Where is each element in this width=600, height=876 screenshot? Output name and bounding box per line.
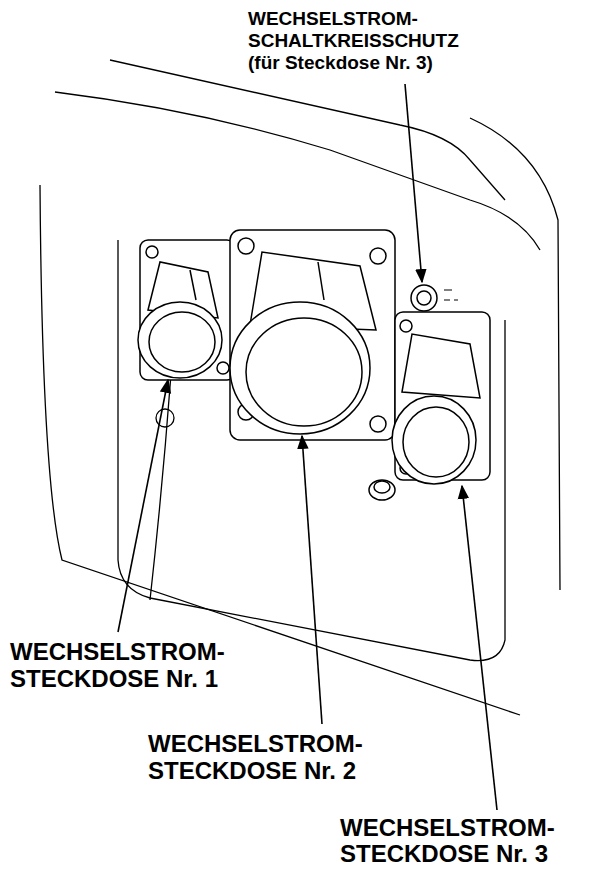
flange-hole xyxy=(400,320,412,332)
circuit-breaker xyxy=(411,285,437,311)
flange-hole xyxy=(370,416,386,432)
socket-cover xyxy=(149,312,215,372)
socket-label: WECHSELSTROM- STECKDOSE Nr. 3 xyxy=(340,815,558,867)
flange-hole xyxy=(217,362,229,374)
breaker-symbol xyxy=(444,290,458,300)
housing-outline xyxy=(110,60,505,200)
socket-cover xyxy=(392,396,476,484)
socket-flange xyxy=(230,230,395,440)
flange-hole xyxy=(146,246,158,258)
leader-line xyxy=(302,436,322,724)
panel-recess xyxy=(118,240,505,661)
leader-line xyxy=(405,84,422,282)
socket-hood xyxy=(190,270,196,300)
socket-label: WECHSELSTROM- STECKDOSE Nr. 2 xyxy=(148,730,366,784)
socket-cover xyxy=(138,302,222,378)
socket-hood xyxy=(318,262,324,300)
grommet xyxy=(374,481,390,493)
breaker-label: WECHSELSTROM- SCHALTKREISSCHUTZ (für Ste… xyxy=(248,8,462,74)
grommet xyxy=(369,480,395,500)
socket-cover xyxy=(230,302,370,434)
socket-cover xyxy=(403,407,469,477)
flange-hole xyxy=(238,238,254,254)
housing-outline xyxy=(40,185,520,715)
flange-hole xyxy=(370,248,386,264)
socket-hood xyxy=(402,334,480,398)
housing-outline xyxy=(55,92,540,250)
socket-cover xyxy=(246,318,362,426)
leader-line xyxy=(118,380,168,632)
socket-label: WECHSELSTROM- STECKDOSE Nr. 1 xyxy=(10,638,228,692)
circuit-breaker xyxy=(417,291,431,305)
leader-line xyxy=(462,486,497,810)
